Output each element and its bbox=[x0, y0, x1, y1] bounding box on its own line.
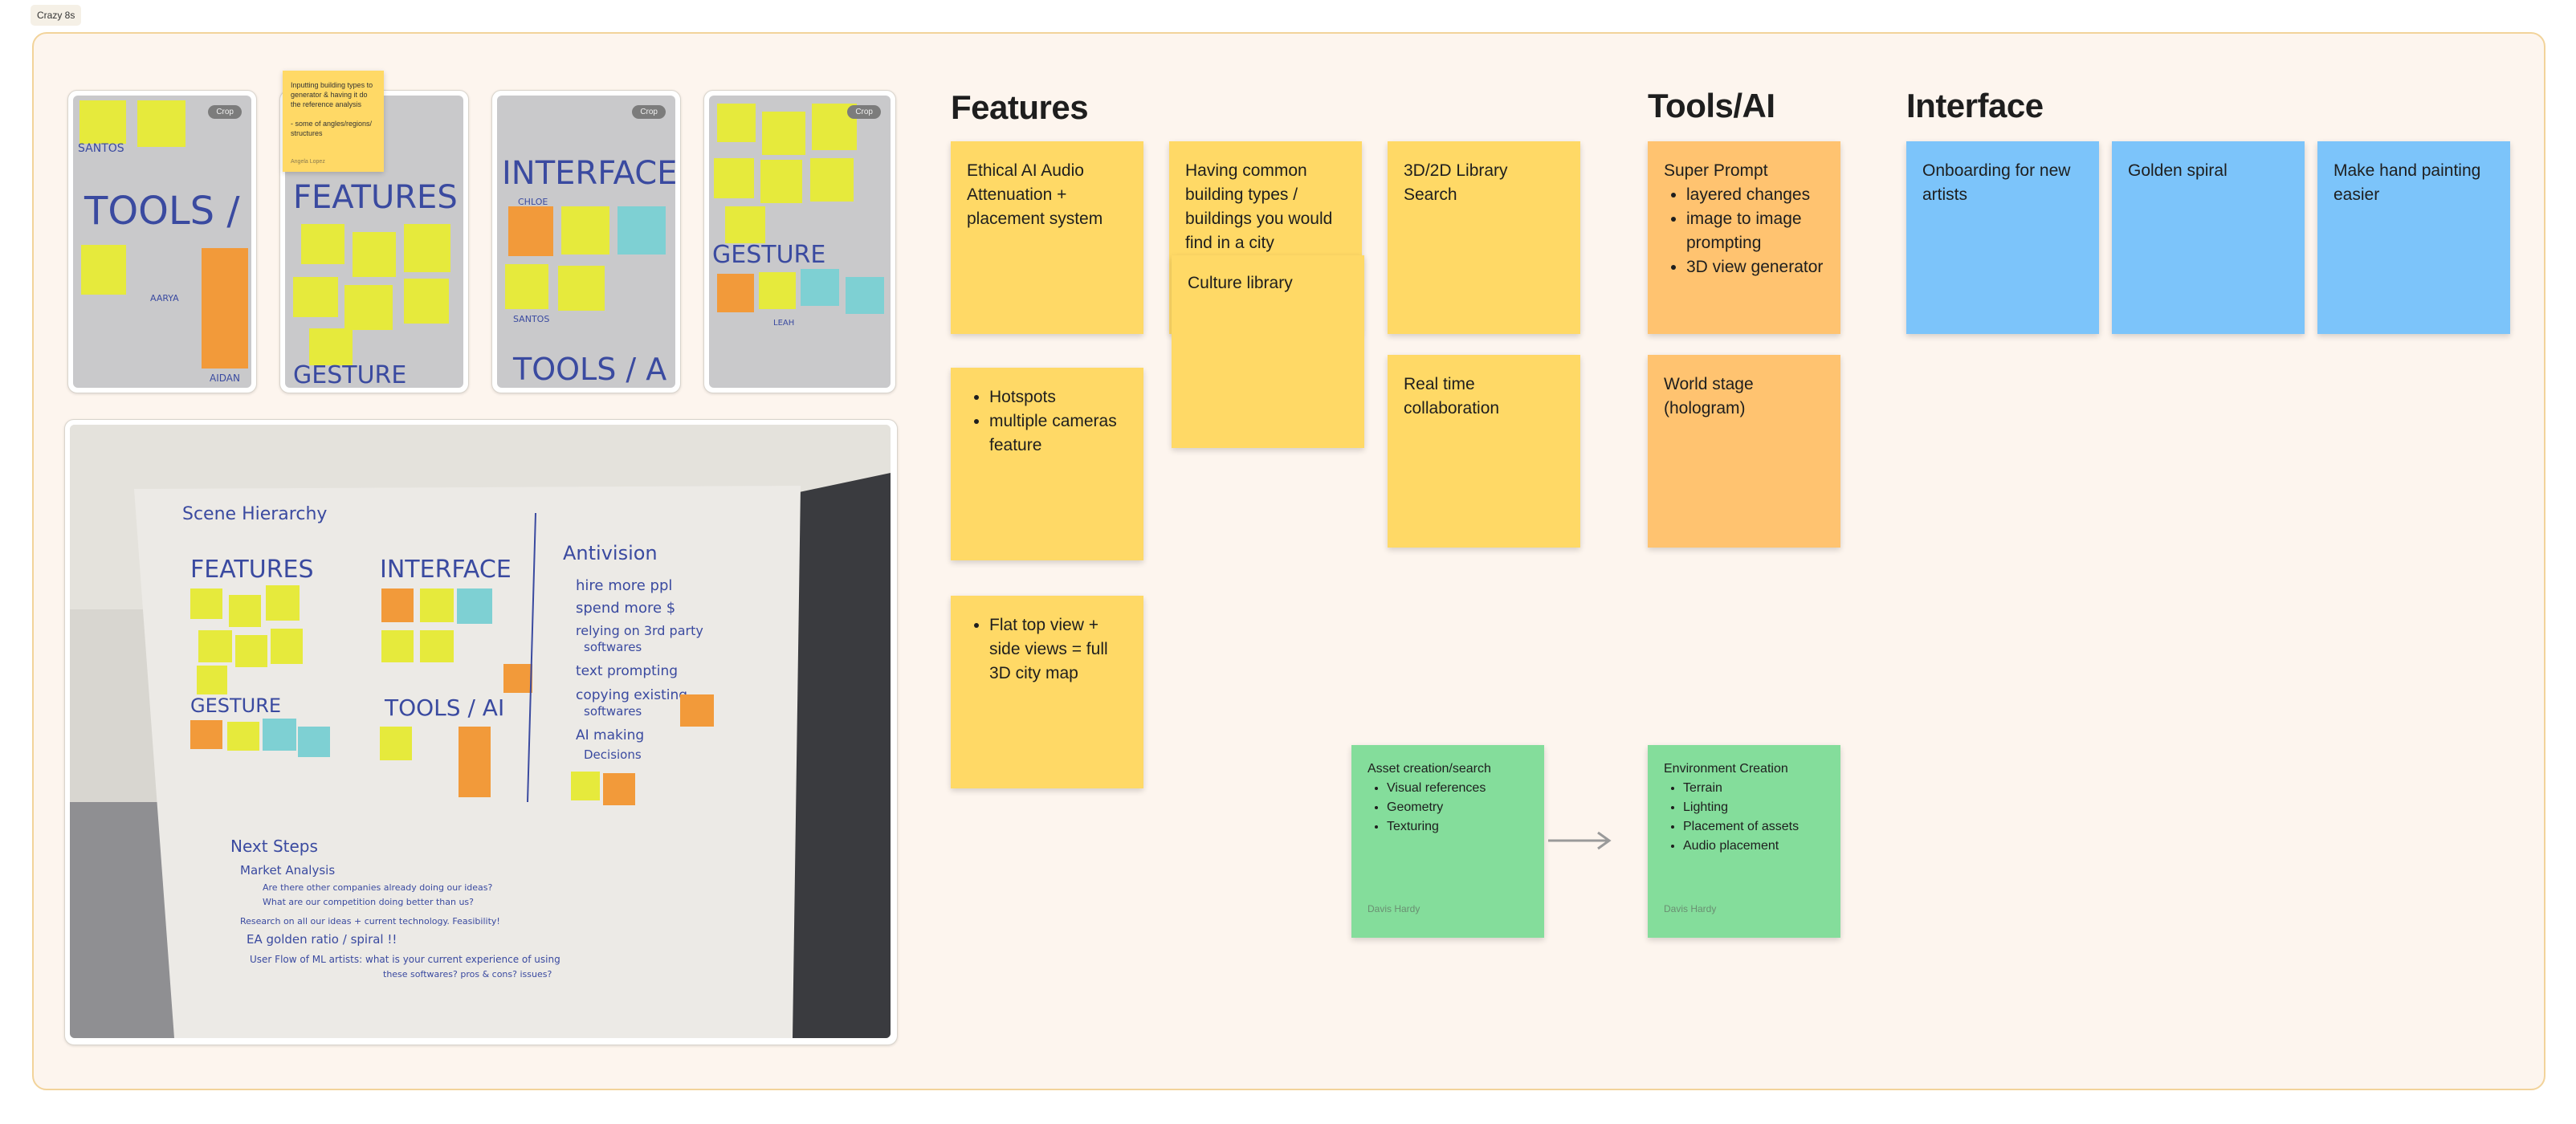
wb-text: spend more $ bbox=[576, 600, 675, 617]
tools-heading: Tools/AI bbox=[1648, 87, 1775, 124]
photo-thumb-4[interactable]: GESTURE LEAH Crop bbox=[703, 90, 896, 393]
wb-text: relying on 3rd party bbox=[576, 623, 703, 638]
sticky-note[interactable]: Golden spiral bbox=[2112, 141, 2305, 334]
note-item: layered changes bbox=[1686, 183, 1824, 207]
note-text: Make hand painting easier bbox=[2333, 161, 2481, 204]
note-list: Hotspots multiple cameras feature bbox=[967, 385, 1127, 458]
wb-text: softwares bbox=[584, 640, 642, 654]
note-title: Super Prompt bbox=[1664, 161, 1768, 180]
note-item: Texturing bbox=[1387, 817, 1528, 837]
wb-text: text prompting bbox=[576, 663, 678, 679]
note-text: Having common building types / buildings… bbox=[1185, 161, 1333, 252]
features-heading: Features bbox=[951, 88, 1089, 126]
note-title: Environment Creation bbox=[1664, 762, 1788, 776]
photo-word: TOOLS / A bbox=[512, 352, 666, 387]
wb-text: Next Steps bbox=[230, 837, 318, 856]
sticky-note-mini[interactable]: Inputting building types to generator & … bbox=[283, 71, 384, 172]
sticky-note[interactable]: Flat top view + side views = full 3D cit… bbox=[951, 596, 1143, 788]
note-item: Hotspots bbox=[989, 385, 1127, 409]
wb-text: What are our competition doing better th… bbox=[263, 897, 474, 907]
note-author: Davis Hardy bbox=[1367, 903, 1420, 914]
note-item: multiple cameras feature bbox=[989, 409, 1127, 458]
interface-heading: Interface bbox=[1906, 87, 2044, 124]
whiteboard-photo: SANTOS TOOLS / AI AARYA AIDAN bbox=[73, 96, 251, 388]
note-text: Onboarding for new artists bbox=[1922, 161, 2071, 204]
sticky-note[interactable]: Make hand painting easier bbox=[2317, 141, 2510, 334]
connector-arrow-icon[interactable] bbox=[1545, 830, 1614, 851]
crop-button[interactable]: Crop bbox=[208, 105, 242, 119]
note-item: Placement of assets bbox=[1683, 817, 1824, 837]
sticky-note[interactable]: Super Prompt layered changes image to im… bbox=[1648, 141, 1840, 334]
note-list: Flat top view + side views = full 3D cit… bbox=[967, 613, 1127, 686]
note-title: Asset creation/search bbox=[1367, 762, 1491, 776]
sticky-note[interactable]: Onboarding for new artists bbox=[1906, 141, 2099, 334]
wb-text: GESTURE bbox=[190, 694, 281, 717]
note-item: 3D view generator bbox=[1686, 255, 1824, 279]
sticky-note[interactable]: 3D/2D Library Search bbox=[1388, 141, 1580, 334]
crop-button[interactable]: Crop bbox=[847, 105, 881, 119]
note-item: Lighting bbox=[1683, 798, 1824, 817]
whiteboard-photo: INTERFACE CHLOE SANTOS TOOLS / A bbox=[497, 96, 675, 388]
photo-word: CHLOE bbox=[518, 197, 548, 207]
sticky-note[interactable]: Asset creation/search Visual references … bbox=[1351, 745, 1544, 938]
note-item: image to image prompting bbox=[1686, 207, 1824, 255]
photo-word: SANTOS bbox=[78, 142, 124, 155]
wb-text: Research on all our ideas + current tech… bbox=[240, 916, 500, 926]
note-text: Culture library bbox=[1188, 274, 1293, 292]
wb-text: these softwares? pros & cons? issues? bbox=[383, 969, 552, 979]
wb-text: TOOLS / AI bbox=[384, 694, 504, 721]
wb-text: Decisions bbox=[584, 747, 642, 762]
note-text: Real time collaboration bbox=[1404, 375, 1500, 417]
wb-text: INTERFACE bbox=[380, 556, 512, 584]
mini-note-text: Inputting building types to generator & … bbox=[291, 81, 373, 137]
note-list: Visual references Geometry Texturing bbox=[1367, 779, 1528, 837]
note-list: layered changes image to image prompting… bbox=[1664, 183, 1824, 279]
wb-text: User Flow of ML artists: what is your cu… bbox=[250, 954, 560, 965]
sticky-note[interactable]: World stage (hologram) bbox=[1648, 355, 1840, 548]
photo-word: LEAH bbox=[773, 319, 794, 328]
whiteboard-photo: GESTURE LEAH bbox=[709, 96, 891, 388]
photo-word: AIDAN bbox=[210, 373, 240, 384]
wb-text: EA golden ratio / spiral !! bbox=[247, 932, 397, 947]
photo-thumb-1[interactable]: SANTOS TOOLS / AI AARYA AIDAN Crop bbox=[67, 90, 257, 393]
mini-note-author: Angela Lopez bbox=[291, 159, 325, 165]
note-text: World stage (hologram) bbox=[1664, 375, 1754, 417]
wb-text: copying existing bbox=[576, 687, 687, 703]
note-item: Audio placement bbox=[1683, 837, 1824, 856]
sticky-note[interactable]: Real time collaboration bbox=[1388, 355, 1580, 548]
wb-text: Are there other companies already doing … bbox=[263, 882, 493, 893]
photo-word: GESTURE bbox=[712, 241, 825, 269]
frame-label[interactable]: Crazy 8s bbox=[31, 5, 82, 26]
photo-word: AARYA bbox=[150, 293, 179, 303]
photo-thumb-3[interactable]: INTERFACE CHLOE SANTOS TOOLS / A Crop bbox=[491, 90, 681, 393]
sticky-note[interactable]: Hotspots multiple cameras feature bbox=[951, 368, 1143, 560]
wb-text: Scene Hierarchy bbox=[182, 504, 327, 524]
photo-word: SANTOS bbox=[513, 314, 549, 324]
note-text: 3D/2D Library Search bbox=[1404, 161, 1508, 204]
note-author: Davis Hardy bbox=[1664, 903, 1717, 914]
photo-word: TOOLS / AI bbox=[84, 189, 251, 234]
crop-button[interactable]: Crop bbox=[632, 105, 666, 119]
note-list: Terrain Lighting Placement of assets Aud… bbox=[1664, 779, 1824, 856]
note-item: Visual references bbox=[1387, 779, 1528, 798]
note-item: Geometry bbox=[1387, 798, 1528, 817]
photo-word: FEATURES bbox=[293, 179, 458, 216]
whiteboard-photo-large[interactable]: Scene Hierarchy FEATURES GESTURE INTERFA… bbox=[64, 419, 898, 1045]
sticky-note[interactable]: Ethical AI Audio Attenuation + placement… bbox=[951, 141, 1143, 334]
photo-word: INTERFACE bbox=[502, 155, 675, 192]
wb-text: hire more ppl bbox=[576, 577, 672, 594]
wb-text: AI making bbox=[576, 727, 644, 743]
note-text: Golden spiral bbox=[2128, 161, 2228, 180]
note-text: Ethical AI Audio Attenuation + placement… bbox=[967, 161, 1103, 228]
wb-text: Market Analysis bbox=[240, 863, 335, 878]
note-item: Terrain bbox=[1683, 779, 1824, 798]
note-item: Flat top view + side views = full 3D cit… bbox=[989, 613, 1127, 686]
wb-text: softwares bbox=[584, 704, 642, 719]
photo-word: GESTURE bbox=[293, 361, 406, 388]
whiteboard-photo: Scene Hierarchy FEATURES GESTURE INTERFA… bbox=[70, 425, 891, 1038]
wb-text: FEATURES bbox=[190, 556, 314, 584]
wb-text: Antivision bbox=[563, 542, 658, 564]
sticky-note[interactable]: Environment Creation Terrain Lighting Pl… bbox=[1648, 745, 1840, 938]
sticky-note[interactable]: Culture library bbox=[1172, 255, 1364, 448]
